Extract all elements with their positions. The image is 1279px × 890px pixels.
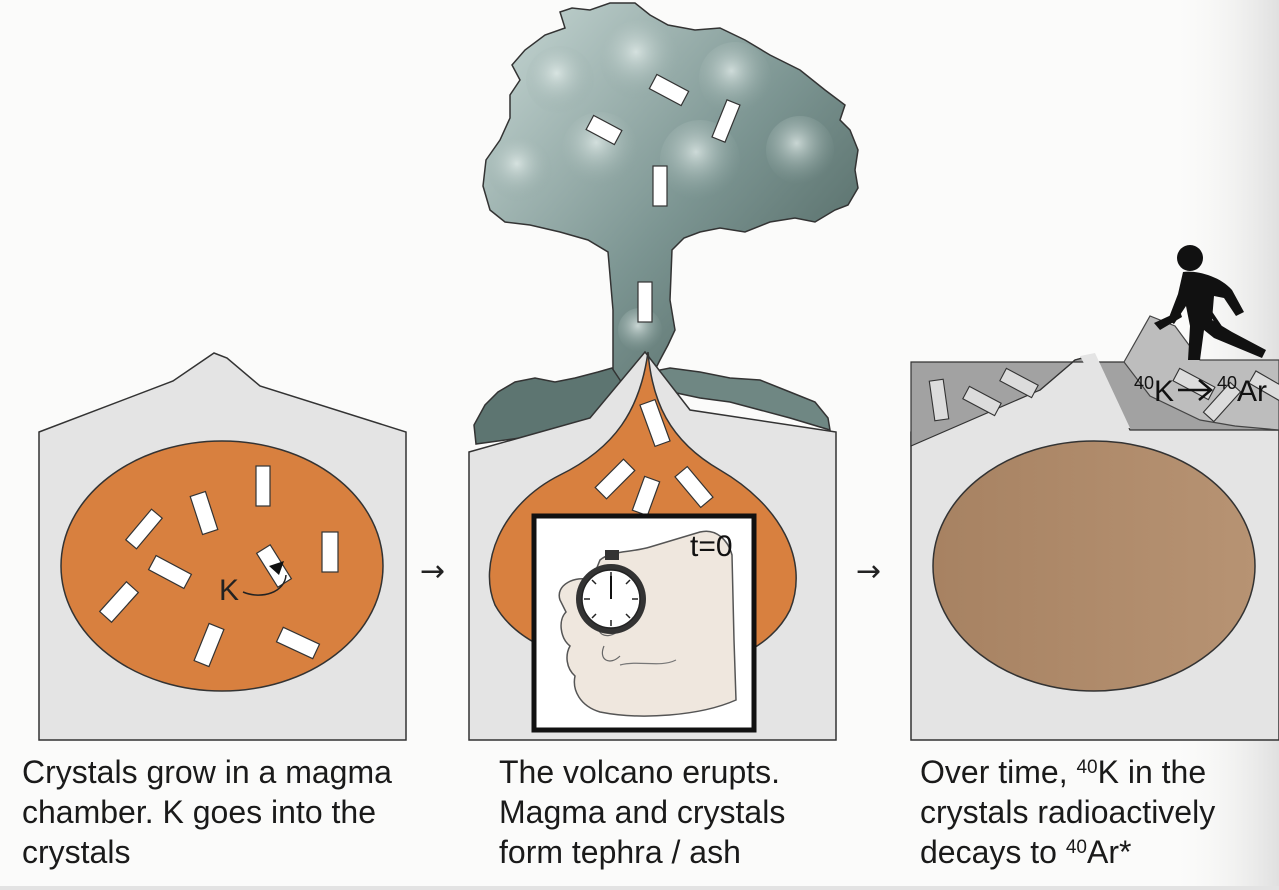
cooled-magma-chamber [932,440,1256,692]
decay-to-isotope: Ar [1237,375,1267,408]
timer-label: t=0 [690,530,733,563]
bottom-border [0,886,1279,890]
geologist-digging-icon [1154,245,1266,360]
caption-text: K in the [1097,754,1207,790]
crystal [631,475,661,517]
caption-line: chamber. K goes into the [22,794,376,830]
k-uptake-arrowhead [269,561,284,575]
caption-line: Crystals grow in a magma [22,754,392,790]
caption-text: Over time, [920,754,1077,790]
crystal [648,73,690,107]
panel-magma-chamber: K [38,352,407,741]
summit-cover [1080,353,1130,430]
ash-cloud-texture [488,20,834,352]
crystals [594,398,714,517]
magma-chamber [60,440,384,692]
caption-line-1: Over time, 40K in the [920,752,1215,792]
crystal [275,626,321,660]
caption-line: crystals [22,834,131,870]
panel-eruption: t=0 [468,2,859,741]
crystal [1248,370,1279,402]
decay-from-superscript: 40 [1134,373,1154,393]
crystal [962,385,1002,417]
decay-equation: 40K [1134,373,1174,408]
crystal [1202,381,1242,423]
k-label: K [219,574,239,607]
ash-cloud [482,2,859,431]
ash-billow-right [648,367,831,432]
panel-decay: 40K 40Ar [910,245,1279,741]
crystal [147,554,193,590]
decay-arrow [1178,379,1213,401]
caption-decay: Over time, 40K in the crystals radioacti… [920,752,1215,872]
superscript: 40 [1076,757,1098,778]
crystal [585,114,623,146]
crystal [321,531,339,573]
decay-product: 40Ar [1217,373,1267,408]
caption-chamber: Crystals grow in a magma chamber. K goes… [22,752,392,872]
crystal [999,367,1039,399]
crystal [711,99,741,143]
superscript: 40 [1065,837,1087,858]
stopwatch-crown [605,550,619,560]
crystal [255,465,271,507]
arrow-step-1: → [420,554,445,589]
caption-line: form tephra / ash [499,834,741,870]
decay-to-superscript: 40 [1217,373,1237,393]
crystal [928,378,950,422]
crystal [637,281,653,323]
crystal [124,508,164,550]
stopwatch-inset: t=0 [531,513,757,733]
k-uptake-curve [242,574,287,596]
caption-line: The volcano erupts. [499,754,781,790]
ejected-crystals [585,73,741,323]
caption-text: Ar* [1087,834,1132,870]
arrow-step-2: → [856,554,881,589]
crystal [189,490,219,536]
decay-from-isotope: K [1154,375,1174,408]
crystal [594,458,636,500]
crystal [193,622,225,668]
caption-text: decays to [920,834,1066,870]
knuckle-line [619,659,677,666]
caption-line: Magma and crystals [499,794,786,830]
caption-eruption: The volcano erupts. Magma and crystals f… [499,752,785,872]
crystal [674,465,714,509]
crystal [98,580,140,624]
crystal [639,398,671,448]
caption-line-2: crystals radioactively [920,794,1216,830]
caption-line-3: decays to 40Ar* [920,832,1215,872]
crystal [652,165,668,207]
